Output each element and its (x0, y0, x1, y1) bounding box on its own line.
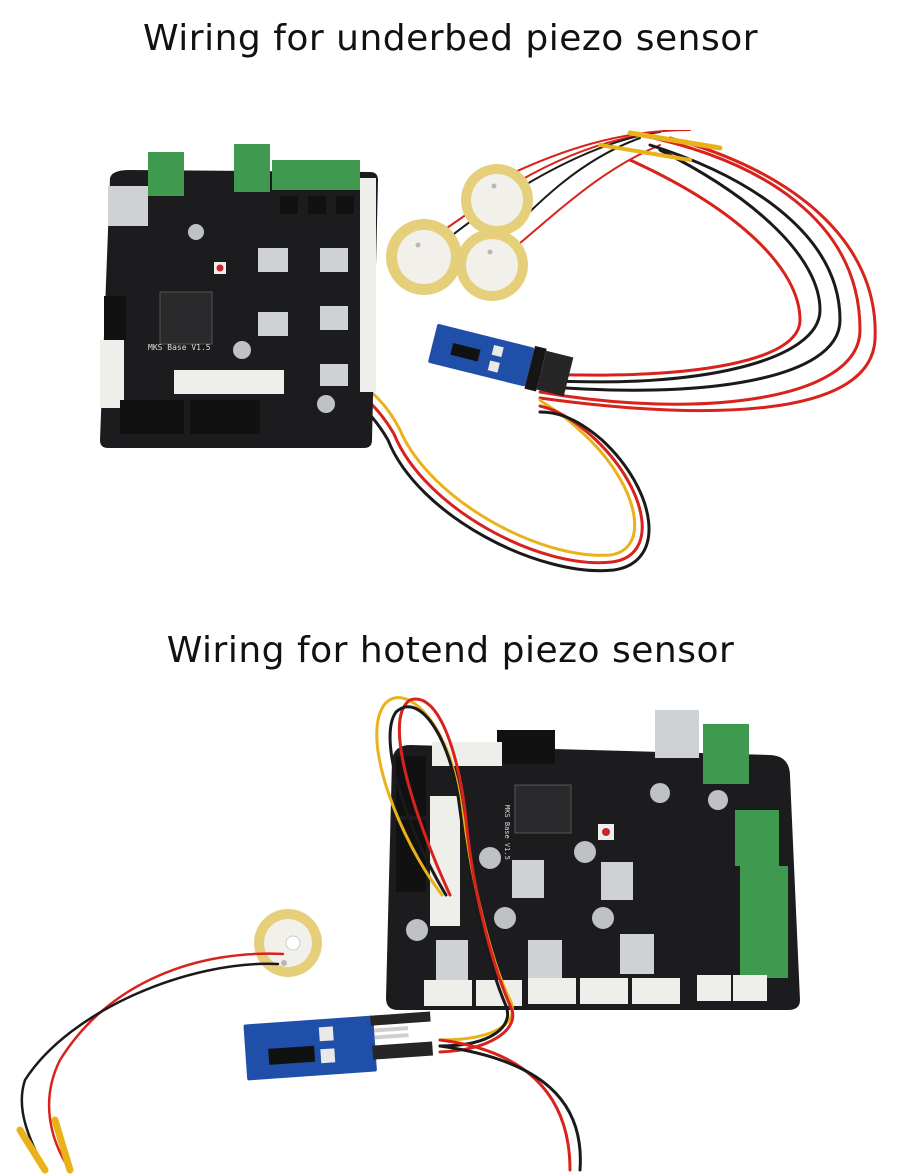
piezo-disc (254, 909, 322, 977)
piezo-wire-bundle (429, 130, 877, 413)
piezo-disc-3 (456, 229, 528, 301)
reset-button (602, 828, 610, 836)
output-terminal-block (272, 160, 360, 190)
heatsink (258, 248, 288, 272)
fan-connectors (100, 340, 124, 408)
exp2-header (190, 400, 260, 434)
endstop-connectors (360, 178, 376, 392)
motor-connectors (174, 370, 284, 394)
section2-title: Wiring for hotend piezo sensor (166, 630, 735, 671)
exp1-header (120, 400, 184, 434)
module-output-wires (438, 1038, 582, 1172)
heatsink (320, 306, 348, 330)
usb-port (655, 710, 699, 758)
heatsink (601, 862, 633, 900)
piezo-disc-1 (461, 164, 533, 236)
idc-header-top (497, 730, 555, 764)
power-terminal-1 (703, 724, 749, 784)
mainboard: MKS Base V1.5 (100, 144, 378, 448)
heatsink (258, 312, 288, 336)
piezo-disc-2 (386, 219, 462, 295)
mcu-chip (514, 784, 572, 834)
output-terminal-block (740, 866, 788, 978)
heatsink (320, 364, 348, 386)
heatsink (528, 940, 562, 980)
usb-port (108, 186, 148, 226)
reset-button (216, 264, 224, 272)
board-label: MKS Base V1.5 (148, 343, 211, 352)
power-terminal-2 (234, 144, 270, 192)
power-terminal-2 (735, 810, 779, 866)
heatsink (436, 940, 468, 980)
heatsink (620, 934, 654, 974)
piezo-amplifier-module (428, 324, 574, 397)
mcu-chip (159, 291, 213, 345)
section1-title: Wiring for underbed piezo sensor (142, 18, 759, 59)
underbed-wiring-photo: MKS Base V1.5 (0, 130, 901, 590)
heatsink (512, 860, 544, 898)
board-label: MKS Base V1.5 (503, 805, 511, 860)
hotend-wiring-photo: MKS Base V1.5 (0, 690, 901, 1174)
piezo-disc-group (386, 164, 533, 301)
power-terminal-1 (148, 152, 184, 196)
piezo-amplifier-module (243, 1011, 434, 1081)
heatsink (320, 248, 348, 272)
board-cable (375, 696, 515, 1054)
piezo-wires (16, 952, 285, 1174)
